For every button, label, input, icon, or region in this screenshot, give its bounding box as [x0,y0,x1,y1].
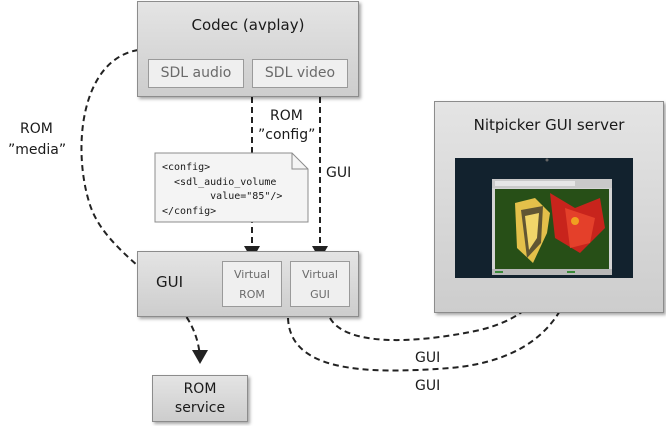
rom-service-line1: ROM [183,381,217,397]
config-line-1: <config> [162,162,211,173]
virtual-rom-line1: Virtual [234,268,270,281]
sdl-audio-box: SDL audio [148,59,244,88]
rom-media-edge [80,49,208,364]
gui-upper-label: GUI [415,350,441,366]
gui-video-label: GUI [326,165,352,181]
sdl-video-label: SDL video [264,65,336,81]
config-line-2: <sdl_audio_volume [162,177,277,188]
sdl-video-box: SDL video [252,59,348,88]
nitpicker-screen [455,158,633,278]
nitpicker-title: Nitpicker GUI server [473,116,625,134]
rom-config-label-line2: ”config” [258,127,316,143]
rom-config-label-line1: ROM [270,108,303,124]
gui-lower-label: GUI [415,378,441,394]
virtual-rom-box: Virtual ROM [222,261,282,307]
config-line-4: </config> [162,206,217,217]
virtual-gui-line1: Virtual [302,268,338,281]
codec-title: Codec (avplay) [191,16,305,34]
rom-media-label-line1: ROM [20,121,53,137]
gui-box-title: GUI [156,273,184,291]
config-file-shape [154,152,309,223]
rom-media-label-line2: ”media” [8,142,67,158]
virtual-gui-box: Virtual GUI [290,261,350,307]
virtual-gui-line2: GUI [310,288,330,301]
rom-service-box: ROM service [152,375,248,422]
rom-service-line2: service [174,400,226,416]
gui-lower-edge [287,266,581,372]
config-line-3: value="85"/> [162,191,283,202]
virtual-rom-line2: ROM [239,288,265,301]
sdl-audio-label: SDL audio [160,65,232,81]
